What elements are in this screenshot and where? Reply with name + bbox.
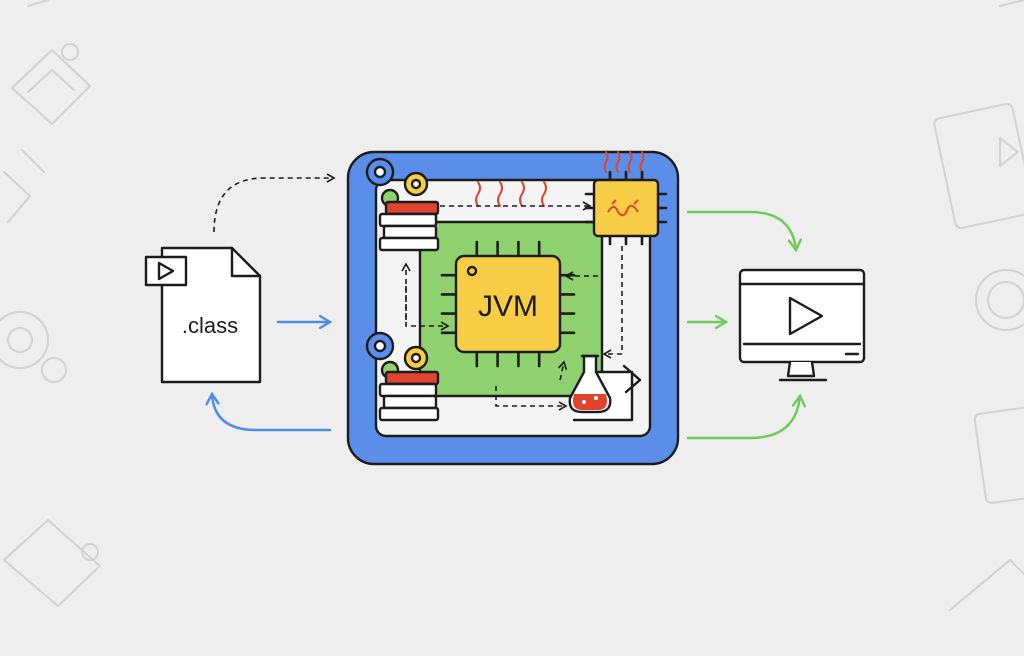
faint-line [999, 0, 1024, 7]
class-file: .class [144, 246, 262, 384]
books-with-gears-icon [365, 331, 440, 422]
file-load-dashed-arrow [213, 173, 336, 233]
feedback-output-arrow [686, 396, 800, 440]
faint-monitor-icon [933, 103, 1024, 229]
faint-flower-icon [975, 269, 1024, 331]
faint-line [27, 0, 49, 7]
yellow-gear-icon [403, 171, 429, 197]
monitor-play-icon [738, 268, 866, 382]
faint-document-icon [3, 519, 101, 607]
yellow-gear-icon [403, 345, 429, 371]
file-label: .class [182, 313, 238, 338]
books-with-gears-icon [365, 157, 440, 252]
jvm-label: JVM [478, 290, 538, 323]
background-decoration [0, 0, 1024, 611]
blue-gear-icon [365, 331, 395, 361]
heat-lines [475, 181, 547, 207]
jit-output-arrow [686, 210, 796, 250]
faint-folder-icon [11, 43, 91, 125]
video-play-icon [144, 255, 188, 287]
jvm-to-file-arrow [212, 394, 332, 432]
faint-gear-icon [0, 311, 67, 383]
faint-screen-icon [949, 406, 1024, 611]
hot-chip-icon [584, 151, 668, 246]
internal-dashed-flows [401, 201, 623, 411]
flask-icon [568, 354, 642, 422]
cpu-chip-icon: JVM [440, 240, 576, 368]
blue-gear-icon [365, 157, 395, 187]
faint-chip-icon [3, 149, 45, 223]
